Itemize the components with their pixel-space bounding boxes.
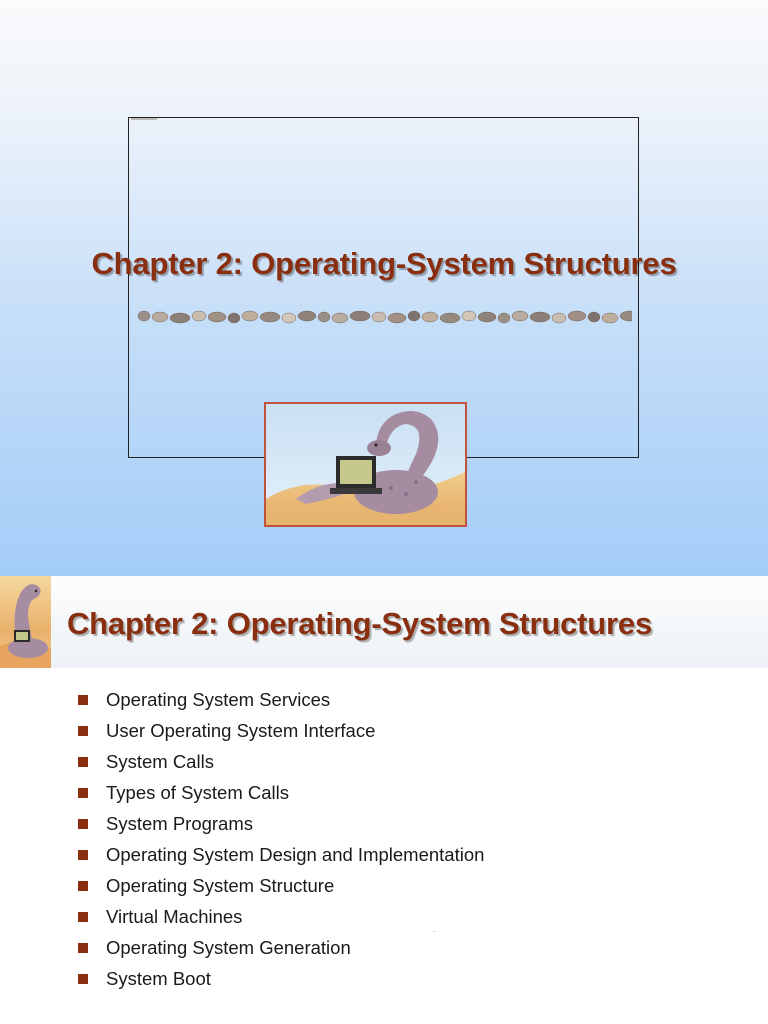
title-slide: Chapter 2: Operating-System Structures xyxy=(0,0,768,576)
list-item: System Boot xyxy=(78,964,484,995)
frame-corner-mark xyxy=(131,118,157,120)
square-bullet-icon xyxy=(78,850,88,861)
square-bullet-icon xyxy=(78,818,88,829)
square-bullet-icon xyxy=(78,943,88,954)
square-bullet-icon xyxy=(78,725,88,736)
pebble-divider-icon xyxy=(137,310,632,324)
list-item: System Programs xyxy=(78,808,484,839)
slide-title: Chapter 2: Operating-System Structures xyxy=(67,606,652,641)
slide-title: Chapter 2: Operating-System Structures xyxy=(91,246,677,281)
square-bullet-icon xyxy=(78,912,88,923)
square-bullet-icon xyxy=(78,756,88,767)
list-item: Operating System Structure xyxy=(78,871,484,902)
square-bullet-icon xyxy=(78,694,88,705)
dinosaur-corner-icon xyxy=(0,576,51,668)
list-item: User Operating System Interface xyxy=(78,715,484,746)
list-item: Operating System Services xyxy=(78,684,484,715)
square-bullet-icon xyxy=(78,787,88,798)
contents-slide: Chapter 2: Operating-System Structures O… xyxy=(0,576,768,1024)
list-item: System Calls xyxy=(78,746,484,777)
dinosaur-laptop-icon xyxy=(264,402,467,527)
list-item: Virtual Machines xyxy=(78,902,484,933)
slide-header: Chapter 2: Operating-System Structures xyxy=(0,576,768,668)
stray-mark xyxy=(433,931,435,932)
square-bullet-icon xyxy=(78,881,88,892)
list-item: Operating System Generation xyxy=(78,933,484,964)
square-bullet-icon xyxy=(78,974,88,985)
list-item: Types of System Calls xyxy=(78,777,484,808)
list-item: Operating System Design and Implementati… xyxy=(78,839,484,870)
topic-list: Operating System Services User Operating… xyxy=(78,684,484,995)
